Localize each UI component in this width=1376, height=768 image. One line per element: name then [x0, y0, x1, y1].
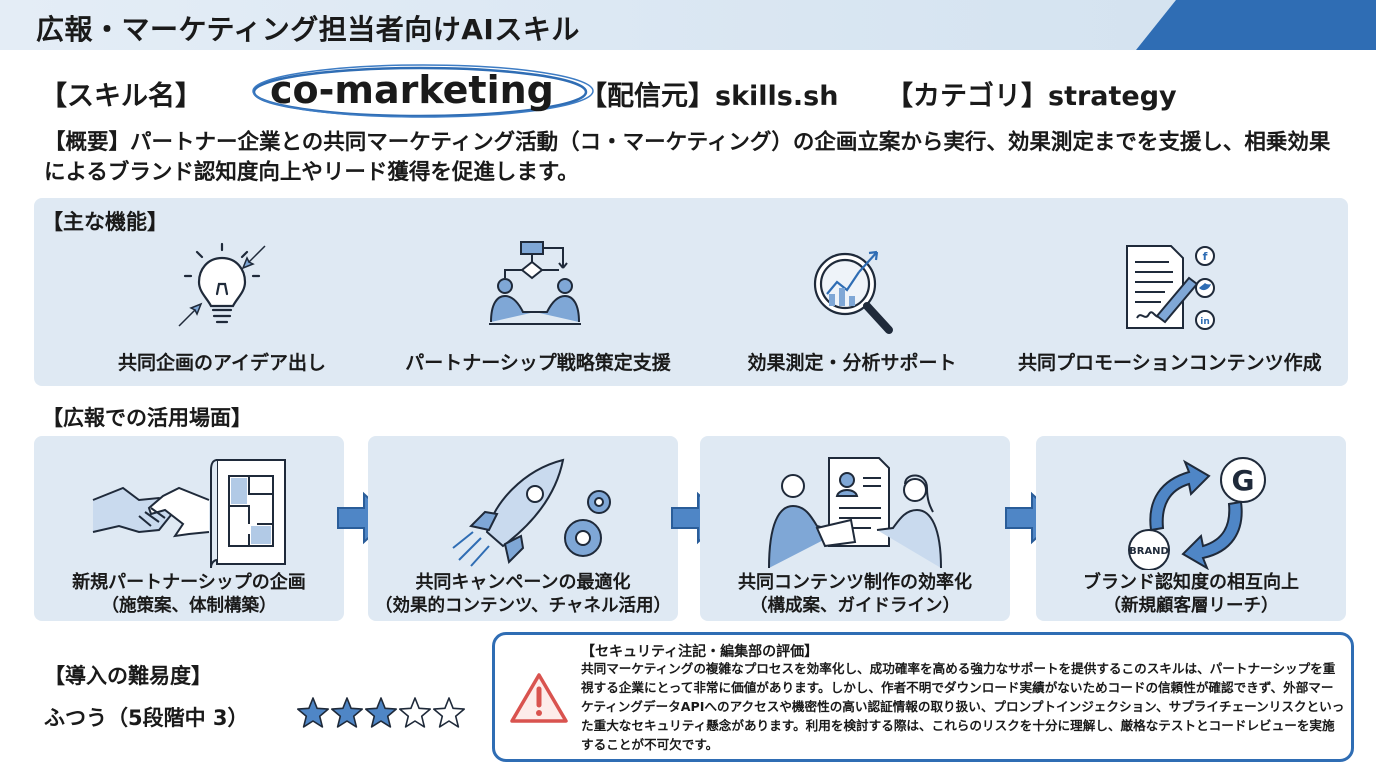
- people-document-icon: [768, 457, 942, 569]
- page-title: 広報・マーケティング担当者向けAIスキル: [36, 13, 580, 46]
- feature-item: 共同企画のアイデア出し: [72, 238, 372, 378]
- difficulty-star-rating: [296, 697, 465, 728]
- category-label: 【カテゴリ】strategy: [886, 81, 1177, 112]
- skill-name: co-marketing: [270, 68, 554, 112]
- svg-text:in: in: [1200, 317, 1210, 327]
- meta-row: 【スキル名】 co-marketing 【配信元】skills.sh 【カテゴリ…: [40, 64, 1340, 118]
- feature-item: 効果測定・分析サポート: [702, 238, 1002, 378]
- usecase-card: 共同コンテンツ制作の効率化 （構成案、ガイドライン）: [700, 436, 1010, 621]
- google-badge-text: G: [1232, 464, 1255, 497]
- star-empty-icon: [399, 697, 431, 728]
- feature-label: 共同企画のアイデア出し: [117, 352, 327, 374]
- features-panel: 【主な機能】 共同企画のアイデア出し: [34, 198, 1348, 386]
- usecases-heading: 【広報での活用場面】: [42, 406, 252, 430]
- svg-text:f: f: [1203, 250, 1208, 263]
- flowchart-handshake-icon: [489, 241, 581, 325]
- star-empty-icon: [433, 697, 465, 728]
- brand-badge-text: BRAND: [1129, 546, 1169, 557]
- feature-item: パートナーシップ戦略策定支援: [388, 238, 688, 378]
- document-social-icon: f in: [1126, 245, 1215, 330]
- feature-label: パートナーシップ戦略策定支援: [405, 352, 671, 374]
- source-label: 【配信元】skills.sh: [580, 81, 839, 112]
- usecase-title: ブランド認知度の相互向上: [1083, 572, 1299, 593]
- header-accent: [1136, 0, 1376, 50]
- handshake-blueprint-icon: [92, 459, 286, 569]
- security-note: 【セキュリティ注記・編集部の評価】 共同マーケティングの複雑なプロセスを効率化し…: [492, 632, 1354, 762]
- feature-item: f in 共同プロモーションコンテンツ作成: [1018, 238, 1322, 378]
- usecase-title: 共同キャンペーンの最適化: [415, 572, 631, 593]
- feature-label: 効果測定・分析サポート: [747, 352, 957, 374]
- usecase-card: 共同キャンペーンの最適化 （効果的コンテンツ、チャネル活用）: [368, 436, 678, 621]
- warning-icon: [510, 673, 568, 723]
- usecase-subtitle: （新規顧客層リーチ）: [1103, 596, 1279, 616]
- brand-cycle-icon: BRAND G: [1128, 457, 1266, 570]
- usecase-title: 新規パートナーシップの企画: [72, 572, 306, 593]
- usecase-subtitle: （構成案、ガイドライン）: [750, 596, 960, 616]
- star-filled-icon: [296, 697, 330, 728]
- lightbulb-icon: [178, 242, 266, 327]
- overview-text: 【概要】パートナー企業との共同マーケティング活動（コ・マーケティング）の企画立案…: [44, 130, 1331, 185]
- skill-label: 【スキル名】: [40, 81, 202, 112]
- security-title: 【セキュリティ注記・編集部の評価】: [581, 644, 819, 660]
- features-heading: 【主な機能】: [42, 210, 168, 234]
- usecase-subtitle: （施策案、体制構築）: [101, 596, 277, 616]
- skill-name-highlight: co-marketing: [248, 64, 594, 120]
- hand-drawn-oval-icon: [252, 64, 594, 118]
- difficulty-heading: 【導入の難易度】: [44, 664, 212, 688]
- usecase-subtitle: （効果的コンテンツ、チャネル活用）: [375, 596, 671, 616]
- usecase-card: 新規パートナーシップの企画 （施策案、体制構築）: [34, 436, 344, 621]
- usecase-title: 共同コンテンツ制作の効率化: [738, 572, 972, 593]
- magnifier-chart-icon: [813, 250, 893, 334]
- feature-label: 共同プロモーションコンテンツ作成: [1018, 352, 1322, 374]
- star-filled-icon: [365, 697, 397, 728]
- rocket-gears-icon: [452, 458, 611, 567]
- difficulty-text: ふつう（5段階中 3）: [44, 706, 249, 730]
- usecase-card: BRAND G ブランド認知度の相互向上 （新規顧客層リーチ）: [1036, 436, 1346, 621]
- star-filled-icon: [330, 697, 363, 728]
- security-body: 共同マーケティングの複雑なプロセスを効率化し、成功確率を高める強力なサポートを提…: [581, 661, 1345, 752]
